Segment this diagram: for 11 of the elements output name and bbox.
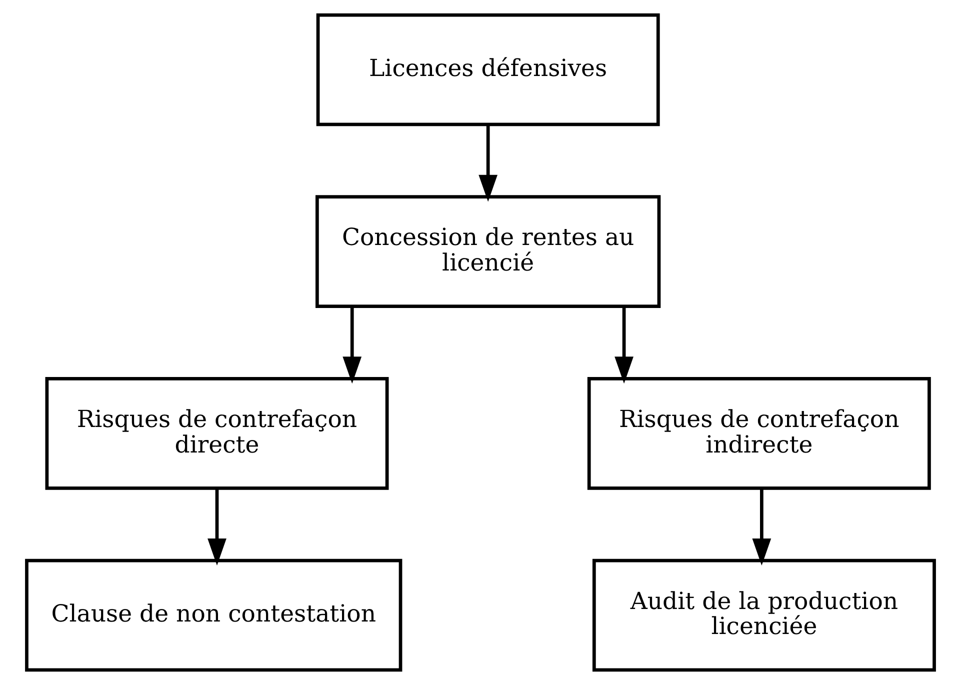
node-box: Clause de non contestation — [25, 558, 402, 672]
node-box: Licences défensives — [316, 13, 660, 126]
arrow — [342, 306, 362, 384]
arrow — [208, 488, 226, 566]
arrow — [752, 488, 772, 566]
node-box: Audit de la production licenciée — [592, 558, 936, 672]
node-box: Risques de contrefaçon indirecte — [587, 377, 931, 490]
node-box: Concession de rentes au licencié — [316, 195, 661, 308]
node-box: Risques de contrefaçon directe — [45, 377, 389, 490]
arrow — [478, 124, 498, 202]
arrow — [614, 306, 634, 384]
